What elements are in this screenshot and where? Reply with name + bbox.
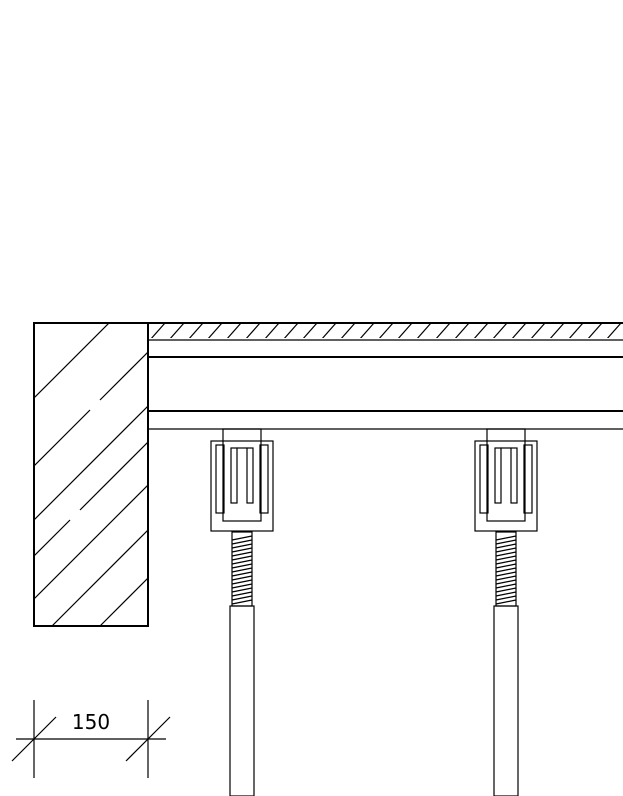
ceiling-hatch-line xyxy=(207,323,223,338)
ceiling-hatch-line xyxy=(245,323,261,338)
ceiling-hatch-line xyxy=(283,323,299,338)
thread-line xyxy=(495,591,517,597)
thread-line xyxy=(231,539,253,545)
threaded-rod-1 xyxy=(231,535,253,605)
ceiling-hatch-line xyxy=(340,323,356,338)
thread-line xyxy=(231,555,253,561)
thread-line xyxy=(231,563,253,569)
thread-line xyxy=(231,579,253,585)
thread-line xyxy=(495,583,517,589)
thread-line xyxy=(231,595,253,601)
thread-line xyxy=(231,591,253,597)
ceiling-hatch-line xyxy=(454,323,470,338)
thread-line xyxy=(495,587,517,593)
beam xyxy=(147,339,623,430)
thread-line xyxy=(495,575,517,581)
wall-hatch xyxy=(34,323,148,626)
thread-line xyxy=(231,535,253,541)
thread-line xyxy=(495,555,517,561)
ceiling-hatch-line xyxy=(321,323,337,338)
thread-line xyxy=(495,539,517,545)
thread-line xyxy=(495,563,517,569)
ceiling-hatch-line xyxy=(549,323,565,338)
thread-line xyxy=(495,559,517,565)
thread-line xyxy=(231,571,253,577)
ceiling-hatch-line xyxy=(587,323,603,338)
ceiling-hatch-line xyxy=(188,323,204,338)
ceiling-hatch-line xyxy=(492,323,508,338)
thread-line xyxy=(231,599,253,605)
thread-line xyxy=(231,551,253,557)
ceiling-hatch-line xyxy=(530,323,546,338)
thread-line xyxy=(495,567,517,573)
ceiling-hatch xyxy=(150,323,622,338)
ceiling-hatch-line xyxy=(568,323,584,338)
hanger-1 xyxy=(210,428,274,796)
hanger-2 xyxy=(474,428,538,796)
ceiling-hatch-line xyxy=(606,323,622,338)
thread-line xyxy=(495,547,517,553)
thread-line xyxy=(495,535,517,541)
ceiling-hatch-line xyxy=(302,323,318,338)
thread-line xyxy=(231,559,253,565)
ceiling-hatch-line xyxy=(169,323,185,338)
ceiling-hatch-line xyxy=(226,323,242,338)
ceiling-hatch-line xyxy=(511,323,527,338)
dimension-label: 150 xyxy=(72,710,110,734)
wall-outline xyxy=(33,322,149,627)
thread-line xyxy=(495,551,517,557)
thread-line xyxy=(231,543,253,549)
wall-section xyxy=(33,322,149,627)
ceiling-hatch-line xyxy=(359,323,375,338)
thread-line xyxy=(231,575,253,581)
thread-line xyxy=(495,579,517,585)
ceiling-hatch-line xyxy=(397,323,413,338)
thread-line xyxy=(495,599,517,605)
ceiling-hatch-line xyxy=(416,323,432,338)
ceiling-section xyxy=(147,322,623,338)
ceiling-hatch-line xyxy=(378,323,394,338)
thread-line xyxy=(495,595,517,601)
thread-line xyxy=(495,571,517,577)
dimension-150: 150 xyxy=(11,700,171,778)
ceiling-hatch-line xyxy=(150,323,166,338)
ceiling-hatch-line xyxy=(264,323,280,338)
threaded-rod-2 xyxy=(495,535,517,605)
ceiling-hatch-line xyxy=(473,323,489,338)
ceiling-hatch-line xyxy=(435,323,451,338)
thread-line xyxy=(495,543,517,549)
thread-line xyxy=(231,547,253,553)
thread-line xyxy=(231,587,253,593)
thread-line xyxy=(231,583,253,589)
thread-line xyxy=(231,567,253,573)
